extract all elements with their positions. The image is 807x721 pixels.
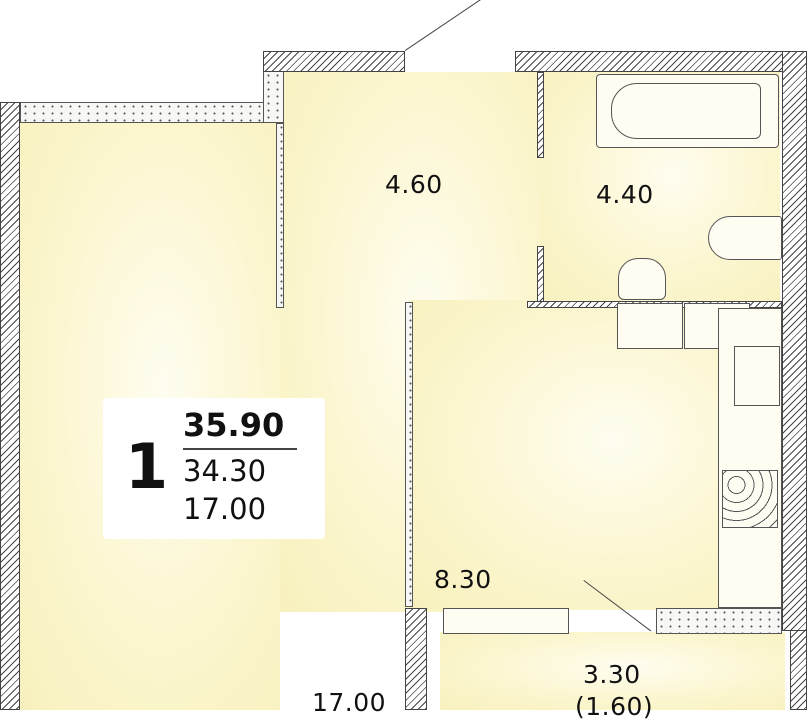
outer-wall-top-bath	[515, 51, 807, 72]
area-without-balcony: 34.30	[183, 454, 267, 488]
balcony-wall-left	[405, 608, 427, 710]
living-room-area-label: 17.00	[312, 688, 387, 717]
outer-wall-right	[782, 51, 807, 631]
bathtub-icon	[596, 74, 779, 148]
wall-top-living	[20, 102, 284, 123]
bath-wall-upper	[537, 72, 544, 158]
balcony-outer-right	[790, 630, 807, 710]
kitchen-sink-icon	[734, 346, 780, 406]
window-leader-line-top	[405, 0, 497, 51]
total-area-underline	[183, 448, 297, 450]
wall-living-hall	[276, 123, 284, 308]
apartment-summary-card: 1 35.90 34.30 17.00	[103, 398, 325, 539]
room-count: 1	[125, 430, 169, 503]
total-area: 35.90	[183, 406, 285, 444]
toilet-icon	[708, 216, 782, 260]
balcony-wall-right	[656, 608, 782, 634]
living-area: 17.00	[183, 492, 267, 526]
washing-machine-icon	[617, 303, 683, 349]
stove-icon	[722, 470, 778, 528]
bath-wall-lower	[537, 246, 544, 308]
outer-wall-left	[0, 102, 20, 710]
kitchen-area-label: 8.30	[434, 565, 492, 594]
sink-icon	[618, 258, 666, 300]
hall-area-label: 4.60	[385, 170, 443, 199]
balcony-reduced-area-label: (1.60)	[575, 692, 654, 721]
wall-step	[263, 71, 284, 123]
bathroom-area-label: 4.40	[596, 180, 654, 209]
balcony-floor	[440, 632, 785, 710]
window	[443, 608, 569, 634]
wall-living-kitchen	[405, 302, 413, 607]
outer-wall-top-hall	[263, 51, 405, 72]
balcony-area-label: 3.30	[583, 660, 641, 689]
